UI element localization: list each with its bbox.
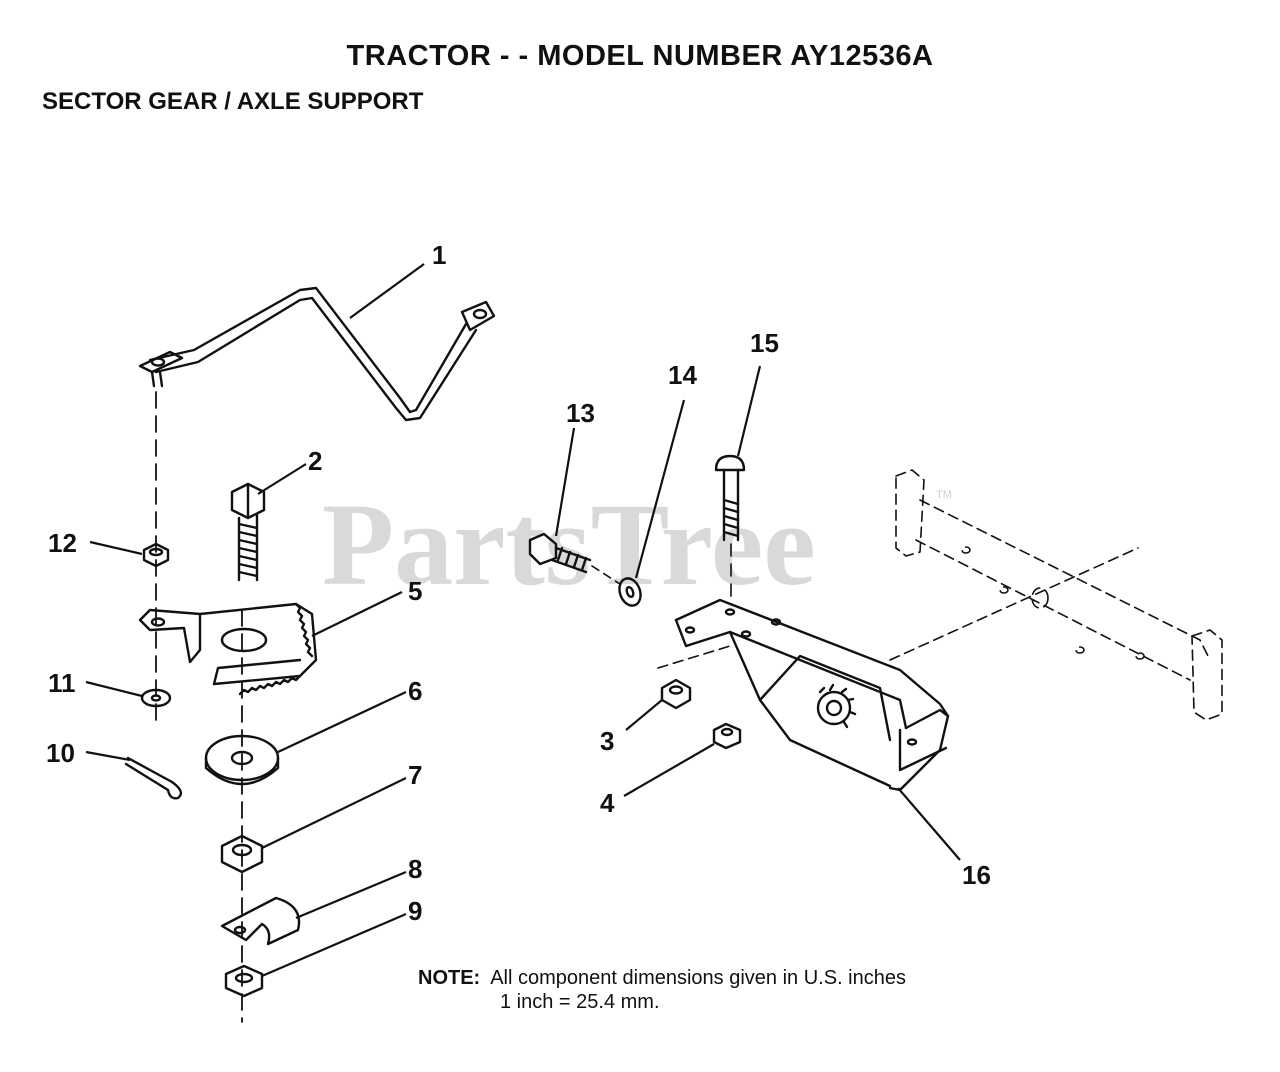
dimension-note: NOTE: All component dimensions given in U…	[418, 966, 906, 1013]
carriage-bolt-part	[714, 454, 746, 601]
flange-nut-part	[142, 542, 170, 568]
callout-14: 14	[668, 360, 697, 390]
callout-6: 6	[408, 676, 422, 706]
callout-5: 5	[408, 576, 422, 606]
retainer-clip-part	[220, 896, 301, 946]
callout-3: 3	[600, 726, 614, 756]
page-title: TRACTOR - - MODEL NUMBER AY12536A	[346, 40, 934, 72]
hex-lock-nut-part	[712, 722, 742, 750]
note-line-1: All component dimensions given in U.S. i…	[490, 967, 906, 989]
callout-2: 2	[308, 446, 322, 476]
callout-16: 16	[962, 860, 991, 890]
callout-12: 12	[48, 528, 77, 558]
axle-support-bracket-part	[657, 598, 950, 792]
cotter-pin-part	[124, 756, 183, 800]
front-axle-phantom	[889, 469, 1223, 721]
callout-15: 15	[750, 328, 779, 358]
callout-4: 4	[600, 788, 615, 818]
small-washer-part	[140, 688, 172, 708]
callout-1: 1	[432, 240, 446, 270]
callout-9: 9	[408, 896, 422, 926]
lock-nut-part	[660, 678, 692, 710]
drag-link-part	[138, 286, 496, 422]
callout-10: 10	[46, 738, 75, 768]
callout-7: 7	[408, 760, 422, 790]
section-subtitle: SECTOR GEAR / AXLE SUPPORT	[42, 88, 424, 115]
note-label: NOTE:	[418, 967, 481, 989]
callout-13: 13	[566, 398, 595, 428]
hex-bolt-part	[528, 532, 621, 585]
bolt-part	[230, 482, 266, 582]
note-line-2: 1 inch = 25.4 mm.	[500, 991, 660, 1013]
flat-washer-part	[618, 577, 642, 607]
callout-8: 8	[408, 854, 422, 884]
large-washer-part	[204, 734, 280, 786]
sector-gear-part	[138, 602, 318, 696]
watermark-text: PartsTree	[322, 479, 816, 610]
watermark-trademark: TM	[936, 489, 952, 501]
jam-nut-part	[224, 964, 264, 998]
callout-11: 11	[48, 668, 76, 698]
hex-nut-part	[220, 834, 264, 874]
